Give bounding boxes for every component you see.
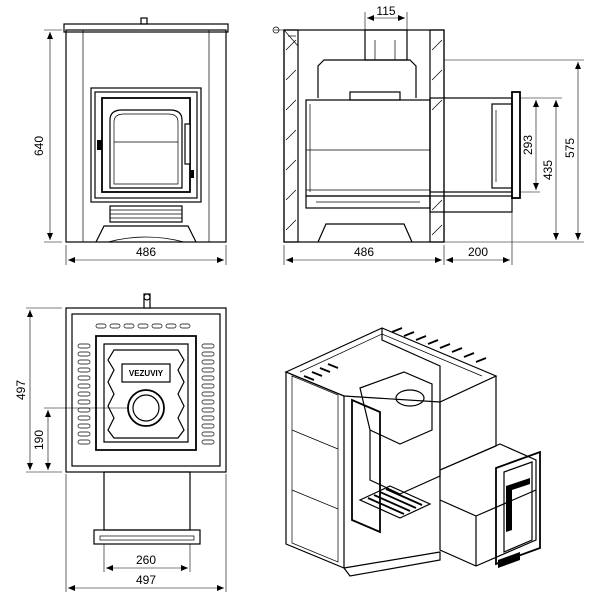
top-vent-slots xyxy=(95,323,191,329)
tunnel-top-label: 435 xyxy=(541,160,555,180)
stove-body-side xyxy=(283,29,445,243)
firebox xyxy=(305,99,431,197)
overall-height-label: 575 xyxy=(563,138,577,158)
base-foot xyxy=(95,225,197,243)
front-panel xyxy=(283,29,299,243)
rear-panel xyxy=(429,29,445,243)
offset-label: 190 xyxy=(32,430,46,450)
brand-plate xyxy=(121,363,171,383)
flue-opening xyxy=(132,394,160,422)
side-view: 115 293 435 575 486 200 xyxy=(272,4,584,265)
tunnel-height-label: 293 xyxy=(521,135,535,155)
tunnel-door xyxy=(511,91,521,199)
front-view: 640 486 xyxy=(32,17,229,265)
right-wall xyxy=(439,376,497,471)
stove-body-front xyxy=(65,29,227,243)
isometric-cutaway-view xyxy=(284,327,541,577)
tunnel-door-top xyxy=(93,529,201,545)
left-wall xyxy=(285,371,345,569)
side-depth-label: 486 xyxy=(354,245,374,259)
iso-top-slots xyxy=(303,327,487,381)
top-depth-label: 497 xyxy=(14,380,28,400)
opening-width-label: 115 xyxy=(376,4,395,18)
iso-tunnel xyxy=(439,443,537,567)
extension-label: 200 xyxy=(468,245,488,259)
tunnel-width-label: 260 xyxy=(136,553,156,567)
door-handle xyxy=(184,123,191,165)
door-window xyxy=(109,109,183,189)
top-width-label: 497 xyxy=(136,573,156,587)
iso-top-plate xyxy=(284,327,498,403)
brand-text: VEZUVIY xyxy=(129,369,164,378)
cut-section-left xyxy=(351,398,381,534)
iso-flue xyxy=(395,389,425,407)
iso-tunnel-door xyxy=(495,450,541,566)
top-knob xyxy=(140,17,148,25)
front-height-label: 640 xyxy=(32,136,46,156)
fire-door xyxy=(101,97,191,193)
right-vent-slots xyxy=(201,343,215,445)
top-opening xyxy=(364,29,408,61)
fire-tunnel xyxy=(429,97,513,193)
door-frame xyxy=(90,87,202,203)
tunnel-top xyxy=(103,471,191,531)
left-vent-slots xyxy=(77,343,91,445)
front-width-label: 486 xyxy=(136,245,156,259)
top-cap xyxy=(63,23,229,33)
grate xyxy=(358,485,432,519)
heater-casting xyxy=(95,335,197,451)
side-base-foot xyxy=(317,223,413,243)
top-view: VEZUVIY 497 190 260 497 xyxy=(14,293,227,592)
